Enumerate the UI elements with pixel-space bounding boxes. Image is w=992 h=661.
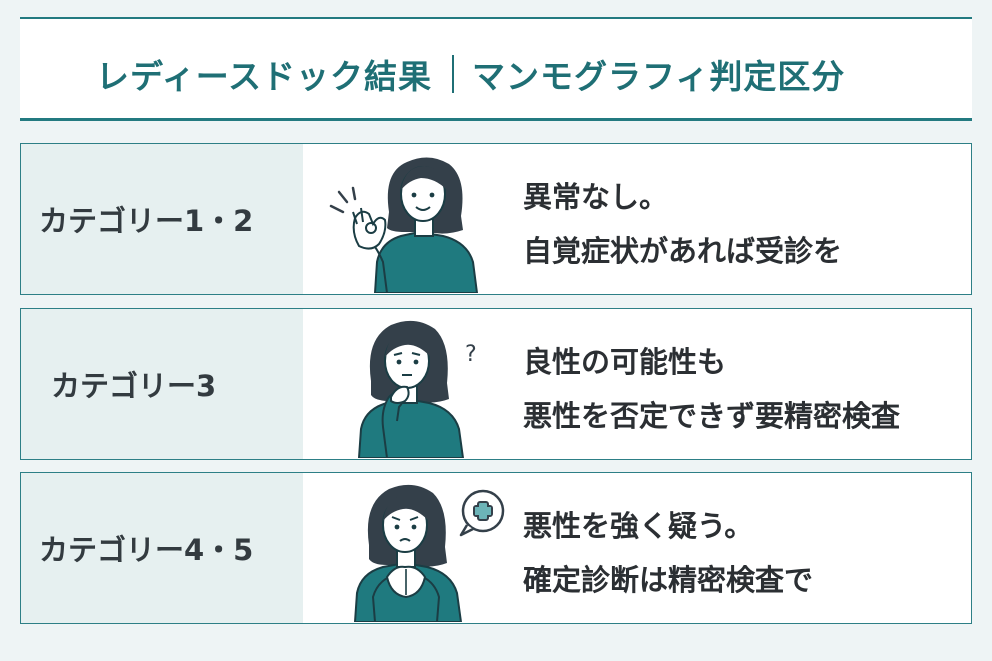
medical-cross-bubble-icon bbox=[459, 489, 505, 537]
thinking-woman-icon: ? bbox=[317, 309, 517, 459]
category-label-cell: カテゴリー1・2 bbox=[21, 144, 303, 294]
category-row-2: カテゴリー3 ? 良性の可能性も 悪性を否定できず要精密検査 bbox=[20, 308, 972, 460]
question-mark-icon: ? bbox=[465, 342, 477, 367]
category-label: カテゴリー1・2 bbox=[39, 204, 254, 238]
title-separator bbox=[452, 55, 455, 93]
category-label-cell: カテゴリー4・5 bbox=[21, 473, 303, 623]
description-line: 異常なし。 bbox=[523, 180, 669, 214]
category-label: カテゴリー3 bbox=[51, 369, 217, 403]
category-description: 悪性を強く疑う。 確定診断は精密検査で bbox=[523, 499, 813, 607]
category-description: 良性の可能性も 悪性を否定できず要精密検査 bbox=[523, 335, 900, 443]
ok-hand-woman-illustration bbox=[329, 157, 479, 293]
thinking-woman-illustration: ? bbox=[357, 320, 477, 458]
ok-hand-woman-icon bbox=[317, 144, 517, 294]
description-line: 自覚症状があれば受診を bbox=[523, 234, 843, 268]
page-title: レディースドック結果 マンモグラフィ判定区分 bbox=[96, 50, 845, 98]
category-description: 異常なし。 自覚症状があれば受診を bbox=[523, 170, 842, 278]
header-banner: レディースドック結果 マンモグラフィ判定区分 bbox=[20, 17, 972, 121]
description-line: 悪性を否定できず要精密検査 bbox=[523, 399, 901, 433]
category-label-cell: カテゴリー3 bbox=[21, 309, 303, 459]
category-row-3: カテゴリー4・5 bbox=[20, 472, 972, 624]
worried-woman-illustration bbox=[353, 484, 505, 622]
worried-woman-icon bbox=[317, 473, 517, 623]
category-label: カテゴリー4・5 bbox=[39, 533, 254, 567]
category-row-1: カテゴリー1・2 bbox=[20, 143, 972, 295]
title-sub: マンモグラフィ判定区分 bbox=[472, 57, 846, 96]
title-main: レディースドック結果 bbox=[96, 57, 433, 96]
description-line: 確定診断は精密検査で bbox=[523, 563, 814, 597]
description-line: 悪性を強く疑う。 bbox=[523, 509, 754, 543]
description-line: 良性の可能性も bbox=[523, 345, 727, 379]
